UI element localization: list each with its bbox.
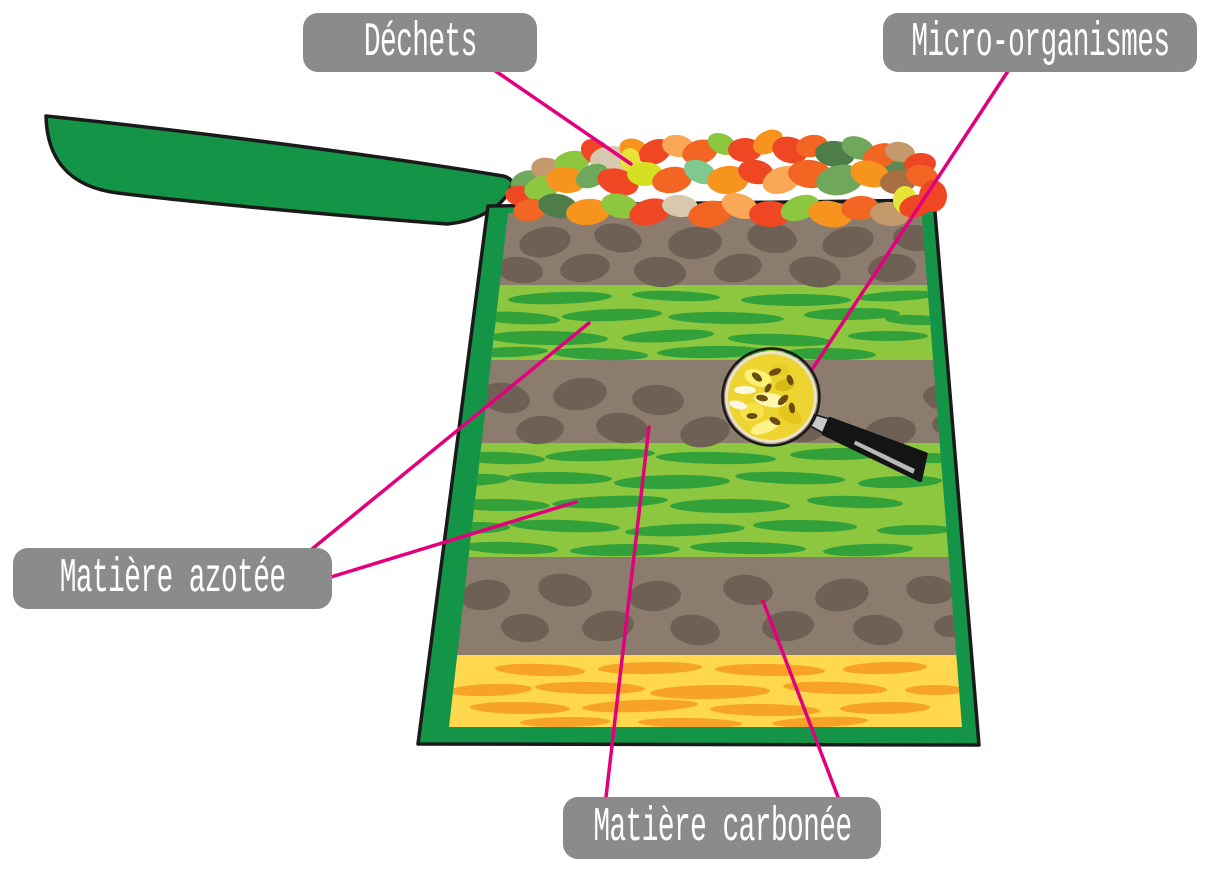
label-matiere-azotee-text: Matière azotée <box>59 551 286 606</box>
straw-blades <box>449 661 962 727</box>
leader-line-dechets <box>492 68 633 166</box>
label-dechets: Déchets <box>303 13 537 72</box>
compost-bin <box>416 198 981 747</box>
bin-lid <box>44 114 514 226</box>
waste-pile <box>505 129 947 228</box>
leader-line-azotee-1 <box>310 321 591 551</box>
nitrogen-blades-1 <box>472 290 945 361</box>
leader-line-carbonee-2 <box>761 599 840 799</box>
label-micro-organismes: Micro-organismes <box>883 13 1197 72</box>
leader-line-azotee-2 <box>329 500 578 579</box>
leader-line-micro <box>811 69 1010 370</box>
label-micro-organismes-text: Micro-organismes <box>910 15 1170 70</box>
magnifying-glass-icon <box>721 347 928 483</box>
label-matiere-carbonee-text: Matière carbonée <box>592 801 852 855</box>
label-dechets-text: Déchets <box>363 15 477 70</box>
leader-line-carbonee-1 <box>604 425 651 799</box>
label-matiere-carbonee: Matière carbonée <box>563 797 881 859</box>
carbon-lumps-3 <box>460 573 962 646</box>
label-matiere-azotee: Matière azotée <box>13 548 332 609</box>
